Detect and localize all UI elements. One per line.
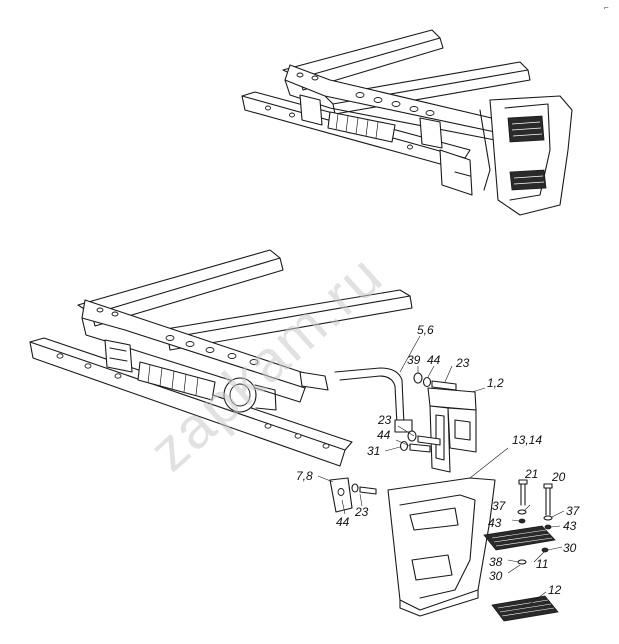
bolt-21 [518, 479, 528, 506]
callout-44: 44 [427, 353, 441, 367]
callout-44: 44 [336, 515, 350, 529]
callout-12: 12 [548, 583, 562, 597]
callout-5-6: 5,6 [417, 323, 434, 337]
fasteners-mid [399, 430, 441, 453]
step-tread-11 [483, 525, 556, 551]
corner-mark: ⌐ [604, 3, 609, 12]
callout-23: 23 [354, 505, 369, 519]
fasteners-top-right [413, 372, 457, 391]
step-housing-13-14 [387, 477, 496, 617]
callout-37: 37 [492, 499, 507, 513]
main-frame-rail [77, 249, 281, 315]
callout-13-14: 13,14 [512, 433, 542, 447]
top-step-tread-lower [509, 169, 547, 191]
callout-11: 11 [536, 557, 548, 571]
bracket-5-6 [334, 367, 405, 426]
callout-23: 23 [377, 413, 392, 427]
callout-30: 30 [489, 569, 503, 583]
callout-23: 23 [455, 356, 470, 370]
callout-44: 44 [377, 428, 391, 442]
callout-20: 20 [551, 470, 566, 484]
leader-lines [317, 335, 565, 605]
callout-1-2: 1,2 [487, 376, 504, 390]
main-ribbed-panel [137, 361, 216, 401]
top-assembly [241, 29, 573, 216]
bracket-7-8 [329, 477, 377, 513]
callouts: 5,6 39 44 23 1,2 23 44 31 13,14 7,8 44 2… [296, 323, 581, 597]
callout-7-8: 7,8 [296, 469, 313, 483]
callout-38: 38 [489, 555, 503, 569]
callout-43: 43 [563, 519, 577, 533]
callout-30: 30 [563, 541, 577, 555]
callout-39: 39 [407, 353, 421, 367]
top-step-housing [489, 95, 573, 216]
callout-43: 43 [488, 516, 502, 530]
main-hub [223, 377, 277, 413]
main-assembly [29, 249, 413, 467]
bracket-plate-1-2 [427, 387, 477, 473]
top-ribbed-panel [327, 111, 396, 143]
step-tread-12 [491, 595, 559, 622]
callout-31: 31 [367, 444, 380, 458]
callout-21: 21 [524, 467, 538, 481]
bolt-20 [543, 483, 553, 516]
callout-37: 37 [566, 504, 581, 518]
